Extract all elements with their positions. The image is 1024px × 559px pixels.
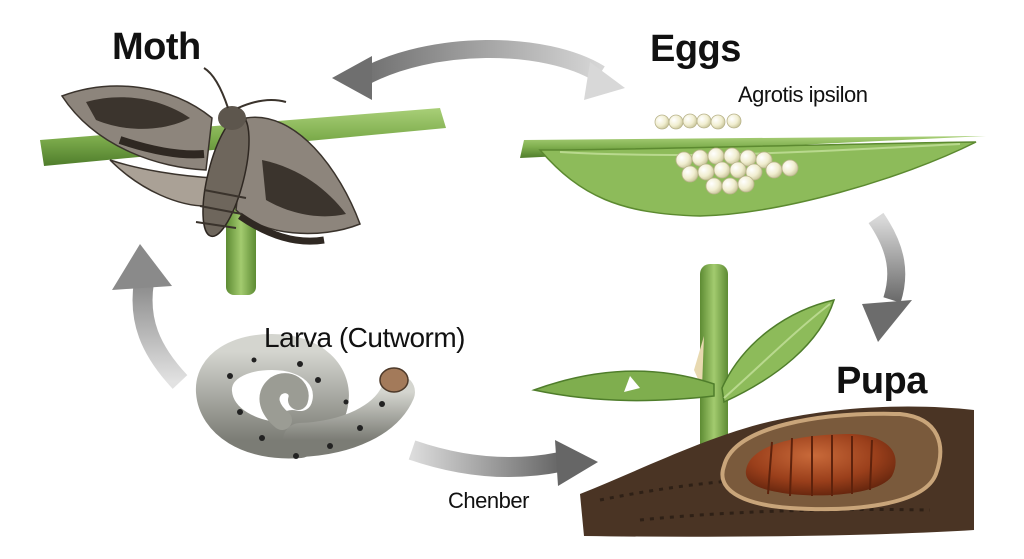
egg [737, 175, 755, 193]
egg [713, 161, 731, 179]
egg [745, 163, 763, 181]
egg [726, 113, 742, 129]
egg [654, 114, 670, 130]
pupa-illustration [745, 434, 896, 497]
pupa-label: Pupa [836, 360, 927, 402]
egg [707, 147, 725, 165]
egg [721, 177, 739, 195]
egg-cluster-under [675, 147, 799, 195]
egg [691, 149, 709, 167]
arrow-eggs-to-pupa [862, 212, 912, 342]
arrow-larva-to-pupa [408, 440, 598, 486]
moth-illustration [60, 67, 361, 245]
egg [675, 151, 693, 169]
egg [765, 161, 783, 179]
egg [668, 114, 684, 130]
species-label: Agrotis ipsilon [738, 82, 868, 107]
egg [682, 113, 698, 129]
egg [755, 151, 773, 169]
arrow-larva-to-moth [112, 244, 188, 389]
egg [705, 177, 723, 195]
egg [781, 159, 799, 177]
larva-label: Larva (Cutworm) [264, 322, 465, 353]
egg-cluster-top [654, 113, 742, 130]
egg [696, 113, 712, 129]
egg [681, 165, 699, 183]
arrow-eggs-to-moth [332, 40, 625, 100]
egg [729, 161, 747, 179]
larva-illustration [196, 333, 415, 459]
egg [710, 114, 726, 130]
egg [723, 147, 741, 165]
egg [697, 163, 715, 181]
caption-label: Chenber [448, 488, 529, 513]
eggs-label: Eggs [650, 28, 741, 70]
moth-label: Moth [112, 26, 201, 68]
